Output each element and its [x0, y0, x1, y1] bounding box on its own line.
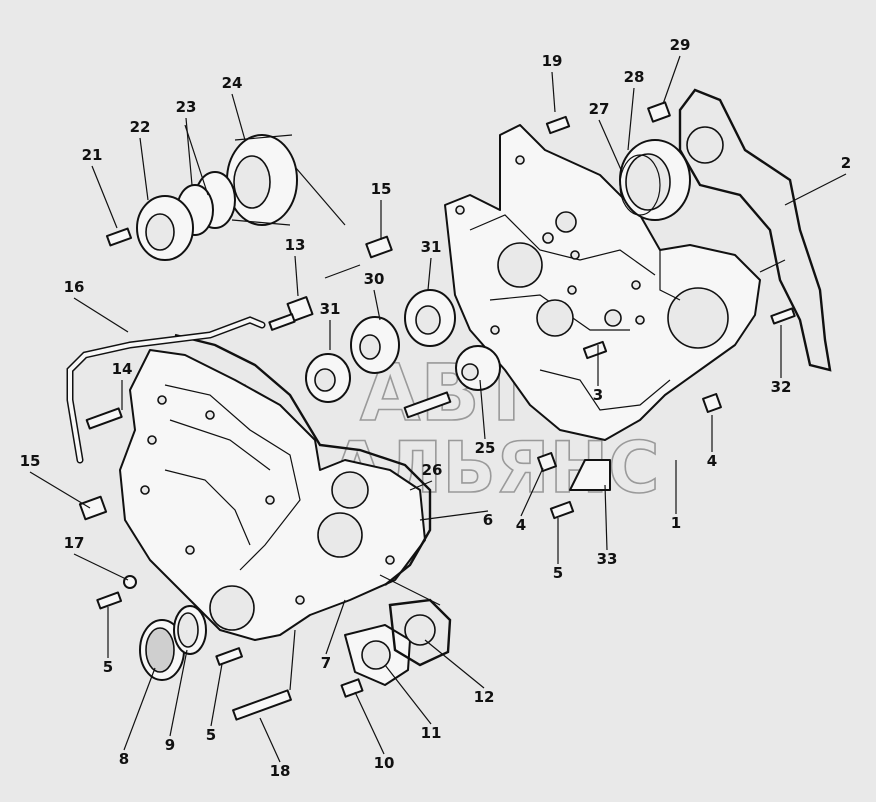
- callout-leader: [185, 117, 193, 186]
- callout-label-19: 19: [542, 52, 563, 70]
- callout-leader: [73, 553, 129, 581]
- callout-leader: [409, 480, 433, 491]
- breather-pipe-16: [66, 316, 266, 521]
- callout-leader: [384, 664, 432, 725]
- callout-leader: [551, 71, 556, 113]
- callout-leader: [123, 667, 156, 751]
- part-callouts: 1234455567891011121314151516171819212223…: [20, 36, 852, 780]
- callout-label-16: 16: [64, 278, 85, 296]
- callout-label-15: 15: [371, 180, 392, 198]
- callout-leader: [91, 165, 118, 229]
- callout-label-12: 12: [474, 688, 495, 706]
- callout-leader: [73, 297, 129, 333]
- gear-assembly-21-24: [105, 134, 298, 261]
- callout-label-25: 25: [475, 439, 496, 457]
- callout-label-10: 10: [374, 754, 395, 772]
- callout-label-5: 5: [553, 564, 563, 582]
- callout-leader: [479, 379, 486, 440]
- callout-label-11: 11: [421, 724, 442, 742]
- callout-leader: [427, 257, 432, 291]
- callout-label-33: 33: [597, 550, 618, 568]
- callout-label-24: 24: [222, 74, 243, 92]
- bolts-right: [537, 307, 796, 520]
- callout-label-5: 5: [103, 658, 113, 676]
- callout-label-4: 4: [707, 452, 717, 470]
- leader-lines: [184, 124, 786, 691]
- callout-label-17: 17: [64, 534, 85, 552]
- callout-label-6: 6: [483, 511, 493, 529]
- callout-label-18: 18: [270, 762, 291, 780]
- callout-label-14: 14: [112, 360, 133, 378]
- callout-label-23: 23: [176, 98, 197, 116]
- callout-leader: [419, 510, 489, 521]
- callout-leader: [259, 717, 281, 763]
- callout-leader: [598, 119, 623, 173]
- callout-leader: [784, 173, 847, 206]
- callout-leader: [29, 471, 91, 509]
- callout-label-4: 4: [516, 516, 526, 534]
- front-seal-8-9: [85, 407, 292, 721]
- gasket-2: [678, 88, 832, 372]
- callout-label-31: 31: [421, 238, 442, 256]
- callout-label-9: 9: [165, 736, 175, 754]
- gasket-6: [174, 333, 432, 586]
- callout-label-2: 2: [841, 154, 851, 172]
- callout-label-26: 26: [422, 461, 443, 479]
- seal-housing-27-28: [545, 101, 691, 221]
- callout-label-32: 32: [771, 378, 792, 396]
- callout-leader: [294, 255, 299, 297]
- callout-label-1: 1: [671, 514, 681, 532]
- callout-label-27: 27: [589, 100, 610, 118]
- callout-label-7: 7: [321, 654, 331, 672]
- callout-leader: [520, 467, 544, 517]
- callout-label-31: 31: [320, 300, 341, 318]
- callout-label-3: 3: [593, 386, 603, 404]
- callout-leader: [662, 55, 681, 105]
- callout-leader: [210, 663, 223, 727]
- callout-leader: [373, 289, 381, 321]
- callout-leader: [424, 639, 485, 689]
- callout-leader: [231, 93, 246, 141]
- callout-label-8: 8: [119, 750, 129, 768]
- callout-leader: [604, 484, 608, 551]
- front-timing-cover: [119, 349, 426, 641]
- callout-leader: [325, 599, 346, 655]
- callout-leader: [139, 137, 149, 201]
- callout-label-13: 13: [285, 236, 306, 254]
- callout-label-28: 28: [624, 68, 645, 86]
- callout-leader: [627, 87, 635, 151]
- idler-gear-assembly-25-31: [268, 235, 501, 419]
- callout-label-5: 5: [206, 726, 216, 744]
- callout-label-30: 30: [364, 270, 385, 288]
- callout-label-21: 21: [82, 146, 103, 164]
- callout-leader: [354, 691, 385, 755]
- callout-leader: [169, 649, 188, 737]
- callout-label-29: 29: [670, 36, 691, 54]
- callout-label-15: 15: [20, 452, 41, 470]
- cover-plate-10-12: [340, 598, 452, 698]
- callout-label-22: 22: [130, 118, 151, 136]
